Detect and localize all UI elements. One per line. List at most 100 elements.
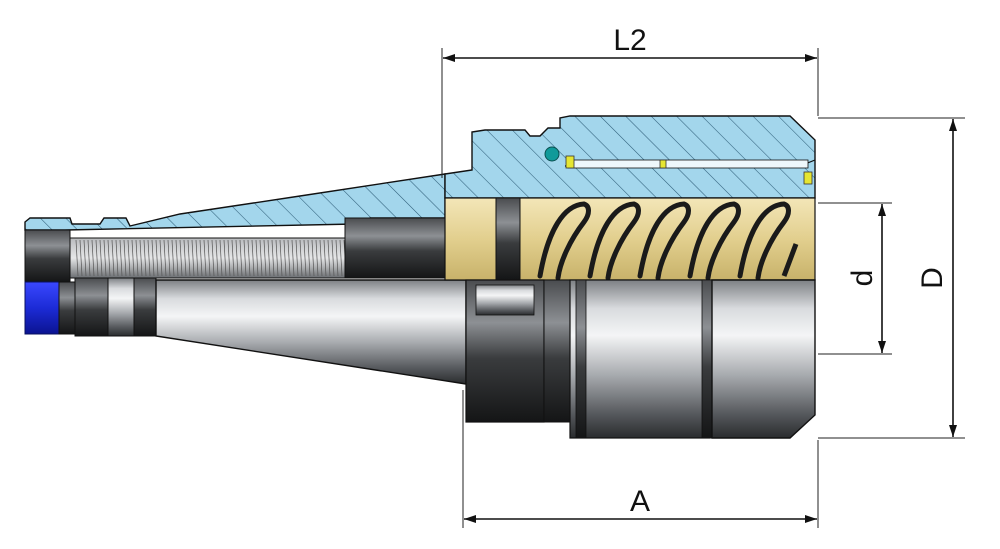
thread-line [319,239,323,277]
thread-line [139,239,143,277]
bore-dark [344,217,446,279]
thread-line [231,239,235,277]
thread-line [243,239,247,277]
thread-line [203,239,207,277]
thread-line [83,239,87,277]
thread-line [335,239,339,277]
shank-ring-2 [107,277,135,337]
thread-line [87,239,91,277]
thread-line [247,239,251,277]
taper-body-section [444,115,816,199]
thread-line [191,239,195,277]
thread-line [211,239,215,277]
thread-line [295,239,299,277]
thread-line [111,239,115,277]
thread-line [339,239,343,277]
thread-line [235,239,239,277]
shank-ring-3 [133,277,157,337]
thread-line [307,239,311,277]
thread-line [187,239,191,277]
thread-line [75,239,79,277]
shank-lower [74,277,157,337]
spring-coil [637,201,691,281]
thread-line [279,239,283,277]
thread-line [183,239,187,277]
thread-line [331,239,335,277]
thread-line [91,239,95,277]
pull-stud-lower [58,281,76,335]
section-view [24,115,816,231]
ball-channel [567,159,809,169]
thread-line [271,239,275,277]
thread-line [95,239,99,277]
thread-line [311,239,315,277]
thread-line [195,239,199,277]
label-d-large: D [916,267,949,289]
thread-line [207,239,211,277]
nut-neck [543,279,571,423]
thread-line [107,239,111,277]
thread-line [291,239,295,277]
thread-line [287,239,291,277]
thread-line [283,239,287,277]
spring-tail [781,243,799,277]
thread-line [179,239,183,277]
thread-line [327,239,331,277]
thread-line [147,239,151,277]
thread-line [223,239,227,277]
thread-line [259,239,263,277]
spring-coil [537,201,591,281]
thread-lines [75,239,347,277]
thread-line [167,239,171,277]
thread-line [123,239,127,277]
label-a: A [630,485,650,518]
thread-line [303,239,307,277]
thread-line [255,239,259,277]
thread-line [219,239,223,277]
thread-line [119,239,123,277]
thread-line [227,239,231,277]
nut-ridge-1 [575,279,587,439]
label-d-small: d [846,270,879,287]
thread-line [103,239,107,277]
taper-cone [155,279,467,385]
pin-left [565,155,575,169]
nut-ridge-2 [701,279,713,439]
thread-line [175,239,179,277]
thread-line [315,239,319,277]
nut-main [569,279,711,439]
pull-stud-head [24,229,71,283]
thread-line [323,239,327,277]
thread-line [171,239,175,277]
pin-mid [659,159,667,169]
pull-stud [24,217,446,335]
thread-line [263,239,267,277]
thread-line [159,239,163,277]
thread-line [135,239,139,277]
collet-spring [537,201,799,281]
thread-line [299,239,303,277]
label-l2: L2 [613,24,646,57]
thread-line [275,239,279,277]
thread-line [127,239,131,277]
dimensions: L2 A D d [441,24,965,528]
thread-line [79,239,83,277]
pin-right [803,171,813,185]
drawbar-thread-section [24,173,446,231]
nut-body [465,279,816,439]
thread-line [215,239,219,277]
thread-line [151,239,155,277]
thread-line [99,239,103,277]
spring-coil [587,201,641,281]
spring-coil [687,201,741,281]
thread-line [239,239,243,277]
lock-ball [544,146,560,162]
thread-line [143,239,147,277]
collet-groove [495,197,521,281]
thread-line [163,239,167,277]
thread-line [251,239,255,277]
thread-line [199,239,203,277]
thread-line [155,239,159,277]
nut-front [711,279,816,439]
